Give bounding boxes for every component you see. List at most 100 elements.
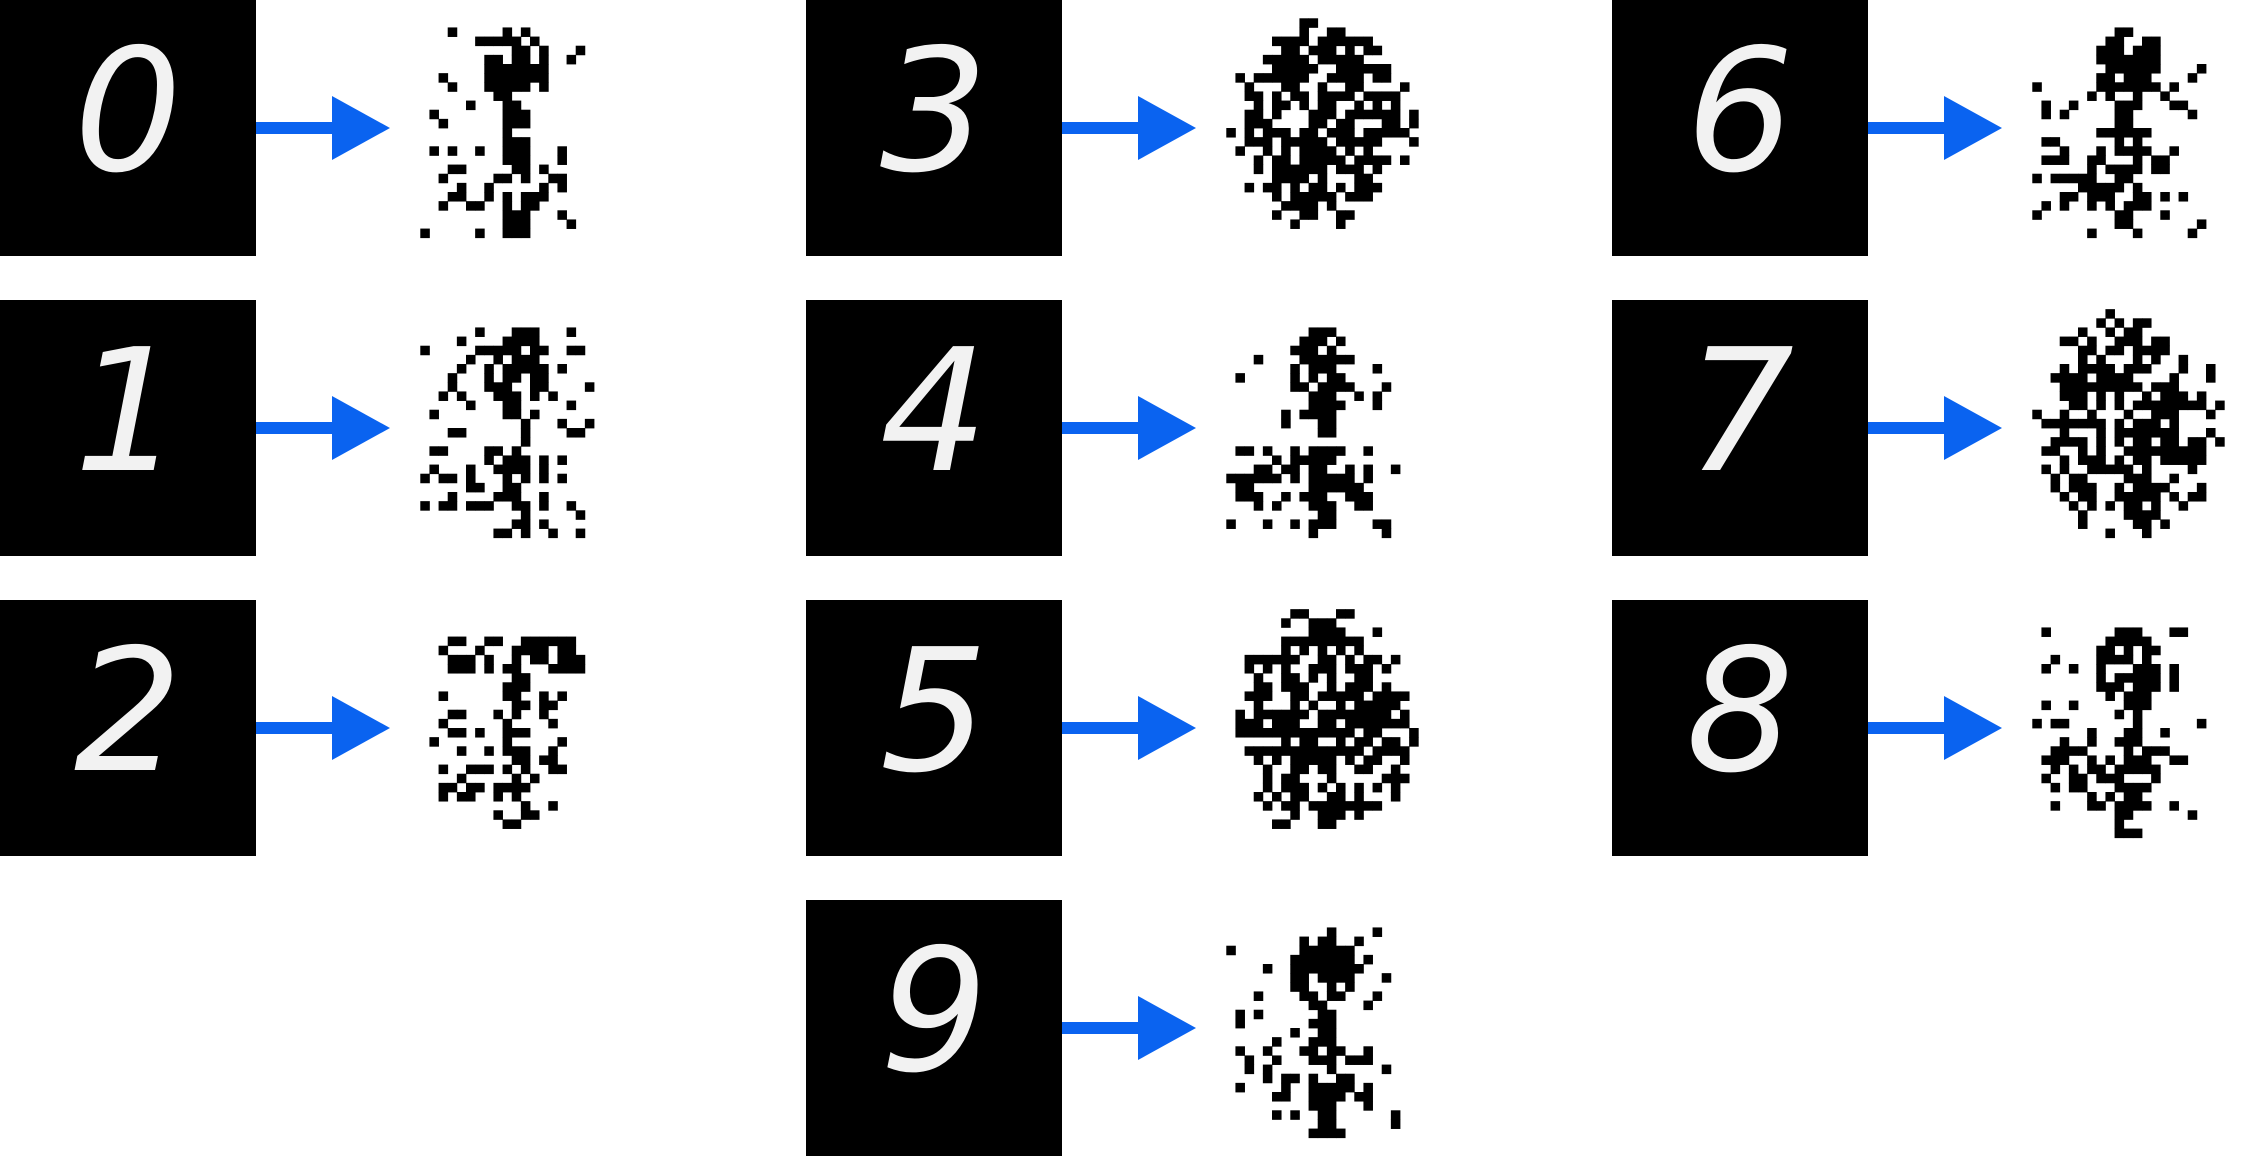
reconstruction-pixel [2041, 664, 2051, 674]
reconstruction-pixel [2123, 755, 2134, 765]
reconstruction-pixel [1363, 146, 1373, 156]
reconstruction-pixels [2032, 27, 2207, 239]
reconstruction-pixel [2087, 764, 2097, 775]
reconstruction-pixel [1226, 473, 1236, 484]
reconstruction-image [402, 600, 658, 856]
reconstruction-pixel [1326, 664, 1337, 674]
reconstruction-pixel [2068, 782, 2079, 793]
reconstruction-pixel [1345, 118, 1355, 129]
reconstruction-pixel [539, 364, 549, 374]
reconstruction-pixel [1381, 64, 1392, 74]
reconstruction-pixel [2196, 455, 2207, 465]
reconstruction-pixel [1299, 201, 1309, 211]
digit-label: 7 [1686, 313, 1794, 511]
reconstruction-pixel [511, 501, 522, 511]
reconstruction-pixel [2078, 437, 2088, 447]
reconstruction-pixel [2142, 492, 2152, 502]
reconstruction-pixel [1281, 492, 1291, 502]
reconstruction-pixel [2078, 391, 2088, 401]
reconstruction-pixel [1317, 519, 1328, 529]
reconstruction-pixel [1253, 792, 1264, 802]
reconstruction-pixel [484, 345, 494, 356]
reconstruction-pixel [1317, 1000, 1328, 1011]
reconstruction-pixel [566, 645, 577, 656]
reconstruction-pixel [1363, 954, 1373, 965]
reconstruction-pixel [1317, 82, 1328, 92]
reconstruction-pixel [1400, 755, 1410, 765]
reconstruction-pixel [2123, 428, 2134, 438]
reconstruction-pixel [1363, 91, 1373, 101]
reconstruction-pixel [1336, 354, 1346, 365]
reconstruction-pixel [511, 728, 522, 738]
reconstruction-pixel [1290, 82, 1300, 92]
reconstruction-pixel [511, 782, 522, 793]
reconstruction-pixel [2096, 128, 2106, 138]
reconstruction-pixel [520, 801, 531, 811]
input-digit-image: 2 [0, 600, 256, 856]
reconstruction-pixel [2160, 728, 2170, 738]
reconstruction-pixel [557, 737, 567, 747]
reconstruction-pixel [1235, 492, 1245, 502]
reconstruction-pixel [502, 664, 513, 674]
reconstruction-pixel [1244, 118, 1255, 129]
reconstruction-pixel [1317, 501, 1328, 511]
reconstruction-pixel [2132, 700, 2143, 711]
reconstruction-pixel [1253, 464, 1264, 475]
reconstruction-pixel [520, 201, 531, 211]
reconstruction-pixel [1354, 801, 1364, 811]
reconstruction-pixel [2151, 664, 2161, 674]
reconstruction-pixel [1281, 100, 1291, 111]
reconstruction-pixel [1326, 428, 1337, 438]
reconstruction-pixel [2151, 336, 2161, 347]
reconstruction-pixel [484, 455, 494, 465]
reconstruction-pixel [1354, 482, 1364, 493]
reconstruction-pixel [548, 173, 558, 184]
reconstruction-pixel [2059, 382, 2070, 392]
digit-label: 0 [74, 13, 182, 211]
reconstruction-pixel [1345, 1082, 1355, 1093]
reconstruction-pixel [2142, 801, 2152, 811]
reconstruction-pixel [1390, 764, 1401, 775]
reconstruction-pixel [2169, 446, 2179, 456]
reconstruction-image [2014, 600, 2254, 856]
reconstruction-pixel [1336, 964, 1346, 974]
reconstruction-pixel [447, 492, 458, 502]
reconstruction-pixel [1281, 155, 1291, 165]
reconstruction-pixel [1326, 728, 1337, 738]
reconstruction-pixel [539, 654, 549, 665]
reconstruction-pixel [566, 654, 577, 665]
reconstruction-pixel [2114, 455, 2125, 465]
reconstruction-pixel [447, 782, 458, 793]
reconstruction-pixel [1244, 446, 1255, 456]
reconstruction-pixel [2132, 192, 2143, 202]
reconstruction-pixel [1272, 819, 1282, 829]
reconstruction-pixel [1299, 164, 1309, 175]
reconstruction-pixel [1363, 709, 1373, 720]
reconstruction-pixel [2132, 155, 2143, 165]
reconstruction-pixel [2032, 409, 2042, 420]
reconstruction-pixel [466, 464, 476, 475]
reconstruction-pixel [1317, 945, 1328, 956]
reconstruction-pixel [1290, 718, 1300, 729]
reconstruction-pixel [2123, 336, 2134, 347]
reconstruction-pixel [502, 746, 513, 756]
reconstruction-pixel [1345, 682, 1355, 692]
reconstruction-pixel [1354, 673, 1364, 683]
reconstruction-pixel [2142, 82, 2152, 92]
reconstruction-pixel [2132, 128, 2143, 138]
reconstruction-pixel [493, 528, 503, 539]
reconstruction-pixel [539, 45, 549, 56]
reconstruction-pixel [484, 373, 494, 383]
input-digit-image: 8 [1612, 600, 1868, 856]
reconstruction-pixel [566, 327, 577, 337]
reconstruction-pixel [2096, 182, 2106, 193]
reconstruction-pixel [2123, 473, 2134, 484]
reconstruction-pixel [2160, 746, 2170, 756]
reconstruction-pixel [1372, 718, 1383, 729]
reconstruction-pixel [1381, 664, 1392, 674]
reconstruction-pixel [2105, 382, 2115, 392]
reconstruction-pixel [2087, 345, 2097, 356]
reconstruction-pixel [1326, 636, 1337, 647]
reconstruction-pixel [502, 210, 513, 220]
reconstruction-pixel [511, 700, 522, 711]
